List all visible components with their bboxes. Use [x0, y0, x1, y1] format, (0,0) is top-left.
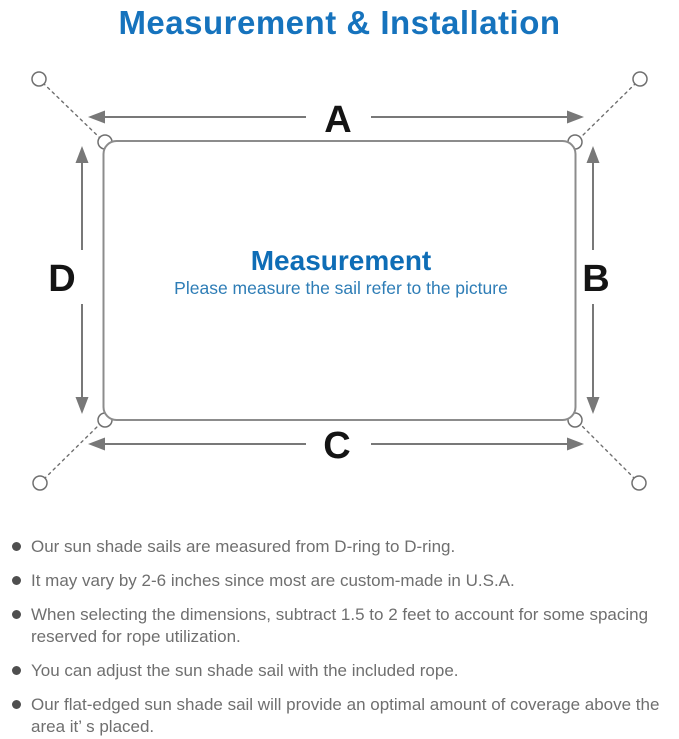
bullet-icon [12, 666, 21, 675]
arrow-head-b-down [586, 397, 600, 414]
note-item-5: Our flat-edged sun shade sail will provi… [12, 694, 661, 738]
sail-rectangle [102, 140, 577, 421]
rope-line-bottom-left [43, 422, 102, 480]
note-item-4: You can adjust the sun shade sail with t… [12, 660, 661, 682]
note-text-1: Our sun shade sails are measured from D-… [31, 537, 456, 556]
sail-diagram-svg: A B C D Measurement Please measure the s… [31, 71, 648, 491]
measurement-notes-list: Our sun shade sails are measured from D-… [0, 536, 679, 738]
note-item-2: It may vary by 2-6 inches since most are… [12, 570, 661, 592]
dimension-label-d: D [48, 258, 75, 300]
bullet-icon [12, 542, 21, 551]
bullet-icon [12, 700, 21, 709]
arrow-head-a-right [567, 110, 584, 124]
note-text-2: It may vary by 2-6 inches since most are… [31, 571, 515, 590]
note-text-3: When selecting the dimensions, subtract … [31, 605, 649, 646]
bullet-icon [12, 576, 21, 585]
arrow-head-d-down [75, 397, 89, 414]
arrow-head-c-left [88, 437, 105, 451]
rope-line-top-right [578, 82, 637, 140]
rope-lines [42, 82, 637, 480]
arrow-head-a-left [88, 110, 105, 124]
anchor-ring-top-left [31, 71, 47, 87]
arrow-head-d-up [75, 146, 89, 163]
measurement-subtext: Please measure the sail refer to the pic… [174, 278, 508, 298]
dimension-label-b: B [582, 258, 609, 300]
note-item-1: Our sun shade sails are measured from D-… [12, 536, 661, 558]
dimension-arrow-heads [75, 110, 600, 451]
arrow-head-b-up [586, 146, 600, 163]
note-item-3: When selecting the dimensions, subtract … [12, 604, 661, 648]
arrow-head-c-right [567, 437, 584, 451]
bullet-icon [12, 610, 21, 619]
note-text-4: You can adjust the sun shade sail with t… [31, 661, 459, 680]
rope-line-top-left [42, 82, 102, 140]
rope-line-bottom-right [578, 422, 636, 480]
sail-measurement-diagram: A B C D Measurement Please measure the s… [0, 60, 679, 520]
anchor-ring-top-right [632, 71, 648, 87]
dimension-arrow-shafts [81, 116, 594, 445]
anchor-rings [31, 71, 648, 491]
dimension-label-c: C [323, 425, 350, 467]
anchor-ring-bottom-left [32, 475, 48, 491]
anchor-ring-bottom-right [631, 475, 647, 491]
dimension-label-a: A [324, 99, 351, 141]
measurement-heading: Measurement [251, 245, 432, 276]
note-text-5: Our flat-edged sun shade sail will provi… [31, 695, 660, 736]
page-title: Measurement & Installation [118, 4, 561, 41]
